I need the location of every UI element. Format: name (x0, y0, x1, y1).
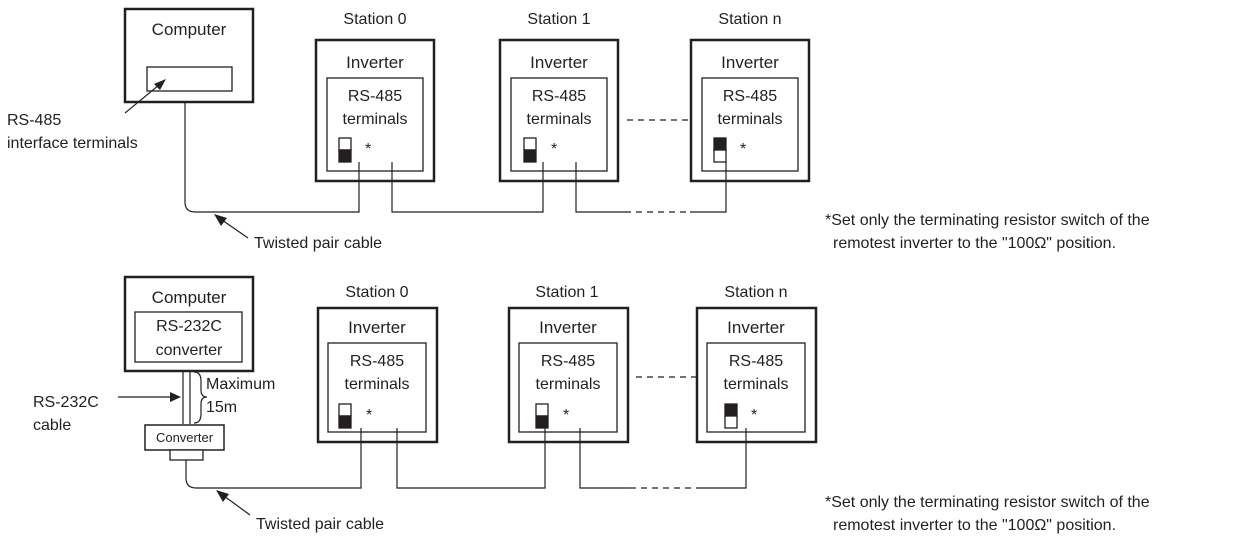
computer-2-label: Computer (152, 288, 227, 307)
inverter-label: Inverter (539, 318, 597, 337)
rs485-terminal-block (518, 342, 618, 433)
rs232c-line2: converter (156, 342, 223, 359)
interface-arrow (124, 79, 166, 114)
cable-end-1 (690, 162, 727, 213)
inverter-station-0: Inverter RS-485 terminals * (316, 306, 439, 444)
note-1-line2: remotest inverter to the "100Ω" position… (833, 235, 1116, 252)
terminals-line2: terminals (724, 376, 789, 393)
length-brace (193, 371, 208, 424)
note-2-line1: *Set only the terminating resistor switc… (825, 494, 1150, 511)
switch-star: * (751, 407, 757, 424)
inverter-label: Inverter (727, 318, 785, 337)
switch-star: * (366, 407, 372, 424)
terminals-line1: RS-485 (723, 88, 777, 105)
converter-port (169, 449, 204, 461)
rs485-terminal-block (706, 342, 806, 433)
station-1-label: Station 1 (535, 284, 598, 301)
terminating-resistor-switch (535, 403, 549, 429)
cable-label-2: Twisted pair cable (256, 516, 384, 533)
switch-star: * (563, 407, 569, 424)
inverter-station-0: Inverter RS-485 terminals * (314, 38, 436, 183)
switch-star: * (365, 141, 371, 158)
cable232-label-line2: cable (33, 417, 71, 434)
inverter-label: Inverter (348, 318, 406, 337)
inverter-label: Inverter (346, 53, 404, 72)
switch-star: * (551, 141, 557, 158)
terminals-line2: terminals (343, 111, 408, 128)
inverter-label: Inverter (530, 53, 588, 72)
terminating-resistor-switch (338, 137, 352, 163)
diagram-1: Computer RS-485 interface terminals Stat… (7, 7, 1150, 252)
twisted-pair-cable-1 (184, 102, 625, 213)
twisted-pair-cable-2 (185, 428, 630, 489)
max-length-line1: Maximum (206, 376, 275, 393)
inverter-station-1: Inverter RS-485 terminals * (507, 306, 630, 444)
cable-arrow-1 (214, 214, 249, 239)
terminals-line1: RS-485 (541, 353, 595, 370)
terminating-resistor-switch (338, 403, 352, 429)
note-2-line2: remotest inverter to the "100Ω" position… (833, 517, 1116, 534)
interface-label-line1: RS-485 (7, 112, 61, 129)
station-n-label: Station n (718, 11, 781, 28)
station-1-label: Station 1 (527, 11, 590, 28)
note-1-line1: *Set only the terminating resistor switc… (825, 212, 1150, 229)
converter: Converter (144, 424, 225, 461)
rs232c-converter-box (134, 311, 243, 363)
interface-label-line2: interface terminals (7, 135, 138, 152)
terminals-line2: terminals (718, 111, 783, 128)
inverter-label: Inverter (721, 53, 779, 72)
computer-1: Computer (123, 7, 255, 104)
inverter-station-n: Inverter RS-485 terminals * (689, 38, 811, 183)
cable232-arrow (118, 392, 181, 402)
terminating-resistor-switch (724, 403, 738, 429)
terminating-resistor-switch (713, 137, 727, 163)
cable-arrow-2 (216, 490, 251, 516)
inverter-station-n: Inverter RS-485 terminals * (695, 306, 818, 444)
terminating-resistor-switch (523, 137, 537, 163)
station-n-label: Station n (724, 284, 787, 301)
rs232c-cable (182, 371, 191, 424)
station-0-label: Station 0 (345, 284, 408, 301)
terminals-line1: RS-485 (729, 353, 783, 370)
converter-label: Converter (156, 430, 214, 445)
cable232-label-line1: RS-232C (33, 394, 99, 411)
inverter-station-1: Inverter RS-485 terminals * (498, 38, 620, 183)
cable-label-1: Twisted pair cable (254, 235, 382, 252)
terminals-line1: RS-485 (350, 353, 404, 370)
terminals-line2: terminals (345, 376, 410, 393)
diagram-2: Computer RS-232C converter Maximum 15m R… (33, 275, 1150, 534)
terminals-line2: terminals (536, 376, 601, 393)
terminals-line1: RS-485 (532, 88, 586, 105)
terminals-line2: terminals (527, 111, 592, 128)
cable-end-2 (696, 428, 747, 489)
computer-2: Computer RS-232C converter (123, 275, 255, 373)
rs232c-line1: RS-232C (156, 318, 222, 335)
computer-1-label: Computer (152, 20, 227, 39)
max-length-line2: 15m (206, 399, 237, 416)
terminals-line1: RS-485 (348, 88, 402, 105)
switch-star: * (740, 141, 746, 158)
station-0-label: Station 0 (343, 11, 406, 28)
